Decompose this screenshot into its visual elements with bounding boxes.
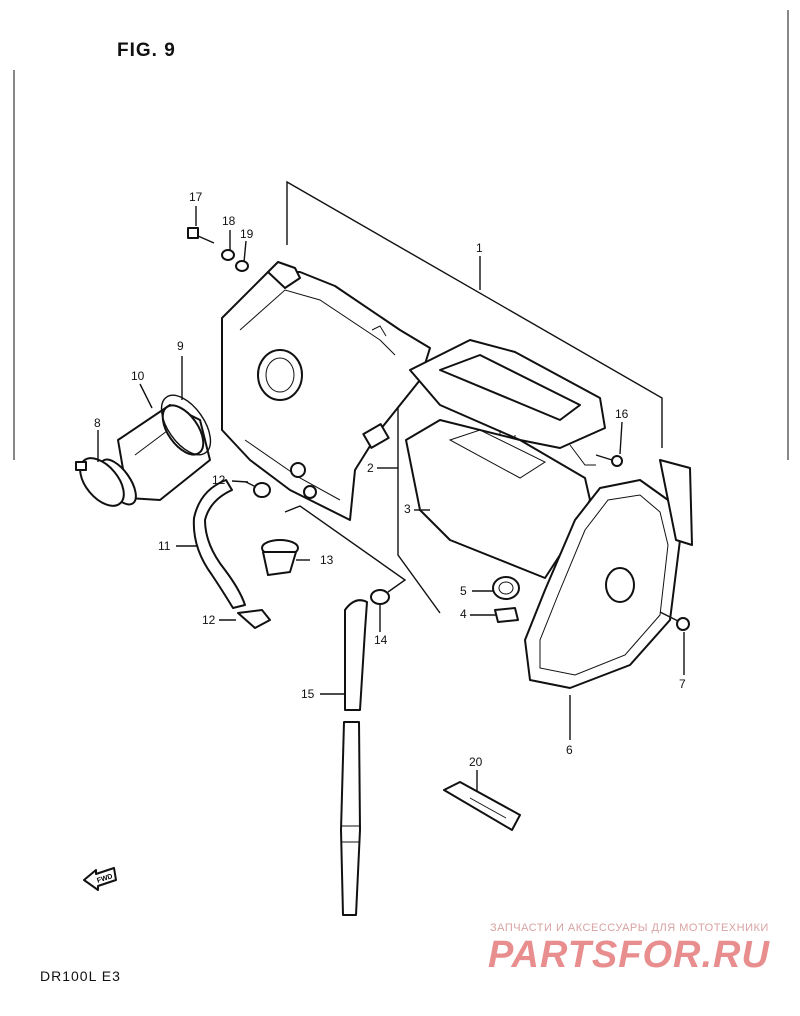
- part-number-7: 7: [679, 677, 686, 691]
- cushion-4: [494, 607, 519, 623]
- part-number-3: 3: [404, 502, 411, 516]
- clamp-14: [370, 589, 390, 605]
- svg-text:FWD: FWD: [96, 873, 113, 885]
- breather-hose-15: [340, 599, 368, 916]
- part-number-18: 18: [222, 214, 236, 228]
- watermark-subtitle: ЗАПЧАСТИ И АКСЕССУАРЫ ДЛЯ МОТОТЕХНИКИ: [490, 922, 769, 934]
- clamp-12-upper: [245, 481, 271, 498]
- cap-13: [261, 539, 299, 576]
- part-number-12-lower: 12: [202, 613, 216, 627]
- part-number-15: 15: [301, 687, 315, 701]
- part-number-14: 14: [374, 633, 388, 647]
- part-number-10: 10: [131, 369, 145, 383]
- part-number-9: 9: [177, 339, 184, 353]
- screw-16: [595, 454, 623, 467]
- washer-18: [221, 249, 235, 261]
- outlet-tube: [99, 404, 211, 506]
- model-code: DR100L E3: [40, 968, 121, 984]
- band-20: [443, 781, 521, 831]
- clamp-8: [75, 457, 125, 507]
- clamp-12-lower: [237, 609, 271, 629]
- part-number-4: 4: [460, 607, 467, 621]
- air-cleaner-cap: [524, 459, 693, 689]
- figure-label: FIG. 9: [117, 40, 176, 61]
- assembly-bracket-1: [286, 180, 663, 448]
- washer-19: [235, 260, 249, 272]
- leader-lines: [97, 206, 685, 792]
- part-number-5: 5: [460, 584, 467, 598]
- seal-5: [492, 576, 520, 600]
- part-number-1: 1: [476, 241, 483, 255]
- part-number-17: 17: [189, 190, 203, 204]
- drain-hose-11: [192, 479, 246, 609]
- part-number-6: 6: [566, 743, 573, 757]
- part-number-20: 20: [469, 755, 483, 769]
- part-number-12-upper: 12: [212, 473, 226, 487]
- part-number-11: 11: [158, 539, 171, 553]
- screw-7: [659, 611, 690, 631]
- part-number-8: 8: [94, 416, 101, 430]
- fwd-arrow-icon: FWD: [83, 867, 117, 891]
- ring-9: [160, 394, 212, 456]
- part-number-19: 19: [240, 227, 254, 241]
- air-cleaner-case: [221, 261, 431, 521]
- part-number-2: 2: [367, 461, 374, 475]
- bracket-13-14: [284, 505, 407, 593]
- watermark-brand: PARTSFOR.RU: [488, 934, 770, 976]
- bolt-17: [187, 227, 215, 244]
- part-number-16: 16: [615, 407, 629, 421]
- part-number-13: 13: [320, 553, 334, 567]
